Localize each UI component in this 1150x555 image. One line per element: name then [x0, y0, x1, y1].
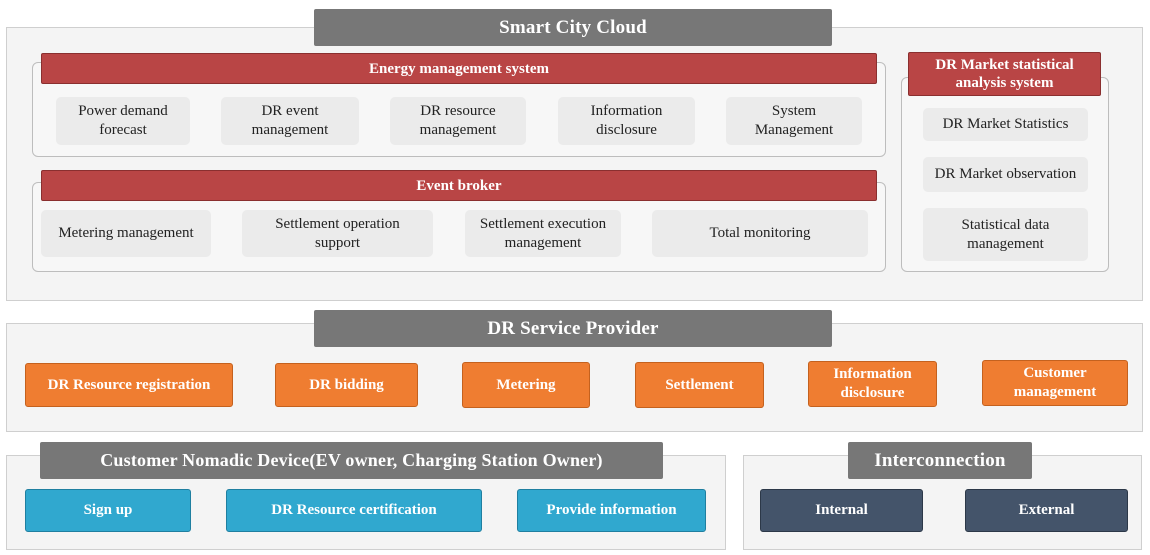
module-power-demand-forecast: Power demand forecast: [56, 97, 190, 145]
module-system-management: System Management: [726, 97, 862, 145]
module-statistical-data-management: Statistical data management: [923, 208, 1088, 261]
interconnection-title: Interconnection: [848, 442, 1032, 479]
dr-market-title: DR Market statistical analysis system: [908, 52, 1101, 96]
dr-bidding-button[interactable]: DR bidding: [275, 363, 418, 407]
internal-button[interactable]: Internal: [760, 489, 923, 532]
module-dr-market-statistics: DR Market Statistics: [923, 108, 1088, 141]
module-settlement-operation-support: Settlement operation support: [242, 210, 433, 257]
module-metering-management: Metering management: [41, 210, 211, 257]
settlement-button[interactable]: Settlement: [635, 362, 764, 408]
module-settlement-execution-management: Settlement execution management: [465, 210, 621, 257]
metering-button[interactable]: Metering: [462, 362, 590, 408]
external-button[interactable]: External: [965, 489, 1128, 532]
dr-service-provider-title: DR Service Provider: [314, 310, 832, 347]
energy-management-title: Energy management system: [41, 53, 877, 84]
dr-resource-registration-button[interactable]: DR Resource registration: [25, 363, 233, 407]
sign-up-button[interactable]: Sign up: [25, 489, 191, 532]
module-information-disclosure: Information disclosure: [558, 97, 695, 145]
provide-information-button[interactable]: Provide information: [517, 489, 706, 532]
customer-device-title: Customer Nomadic Device(EV owner, Chargi…: [40, 442, 663, 479]
module-dr-market-observation: DR Market observation: [923, 157, 1088, 192]
dr-resource-certification-button[interactable]: DR Resource certification: [226, 489, 482, 532]
customer-management-button[interactable]: Customer management: [982, 360, 1128, 406]
module-dr-event-management: DR event management: [221, 97, 359, 145]
smart-city-cloud-title: Smart City Cloud: [314, 9, 832, 46]
event-broker-title: Event broker: [41, 170, 877, 201]
module-dr-resource-management: DR resource management: [390, 97, 526, 145]
information-disclosure-button[interactable]: Information disclosure: [808, 361, 937, 407]
module-total-monitoring: Total monitoring: [652, 210, 868, 257]
